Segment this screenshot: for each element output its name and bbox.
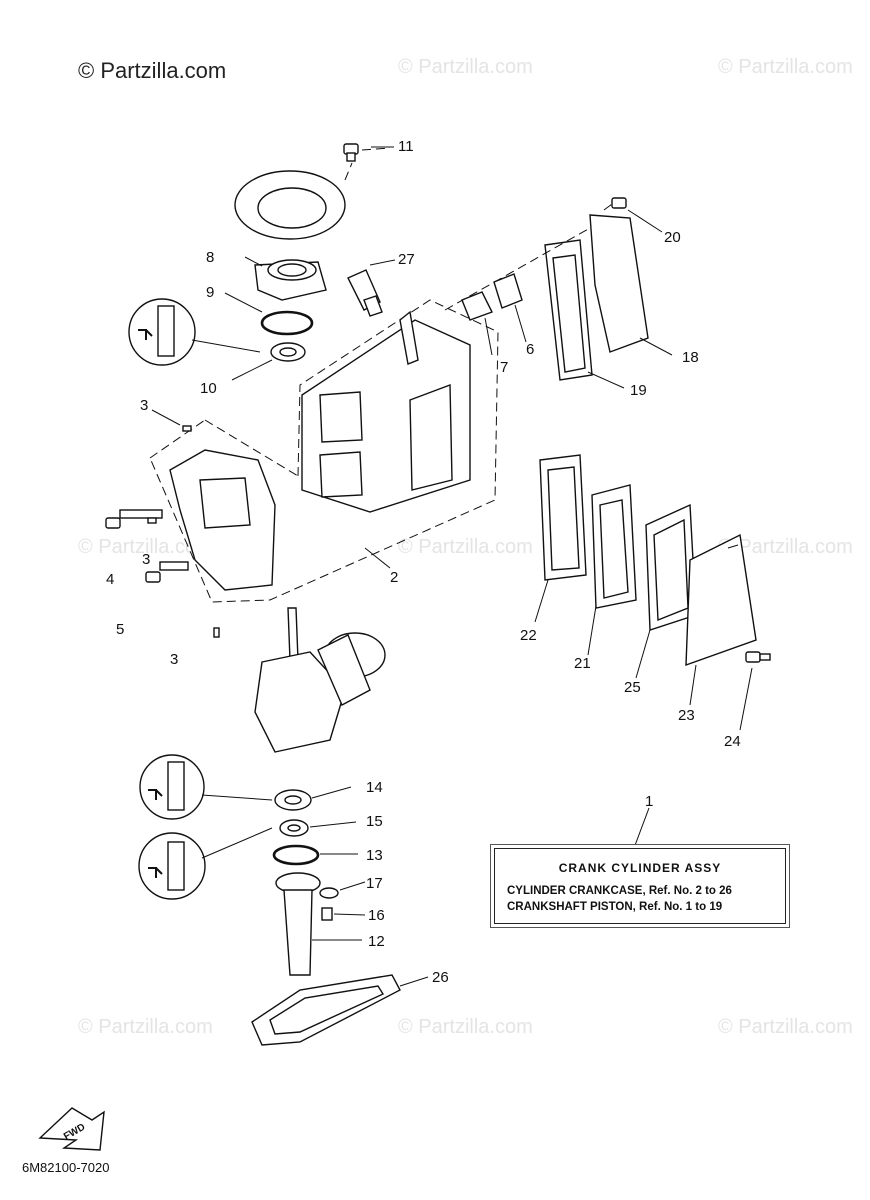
callout-25: 25 <box>624 679 641 696</box>
seal-detail-magnifier-mid <box>139 754 273 820</box>
callout-18: 18 <box>682 349 699 366</box>
callout-23: 23 <box>678 707 695 724</box>
seal-detail-magnifier-bottom <box>138 827 273 900</box>
part-24-bolt <box>745 651 771 663</box>
part-3-pin <box>147 517 157 524</box>
callout-13: 13 <box>366 847 383 864</box>
part-6-cap <box>493 273 523 309</box>
part-11-screw <box>343 143 391 162</box>
part-4-bolt <box>105 509 163 529</box>
watermark: © Partzilla.com <box>718 56 853 78</box>
fwd-arrow-icon: FWD <box>38 1107 105 1151</box>
callout-22: 22 <box>520 627 537 644</box>
callout-5: 5 <box>116 621 124 638</box>
watermark: © Partzilla.com <box>78 536 213 558</box>
callout-10: 10 <box>200 380 217 397</box>
callout-4: 4 <box>106 571 114 588</box>
watermark: © Partzilla.com <box>398 1016 533 1038</box>
part-26-gasket <box>251 974 401 1046</box>
part-15-bearing <box>279 819 309 837</box>
callout-12: 12 <box>368 933 385 950</box>
callout-26: 26 <box>432 969 449 986</box>
watermark: © Partzilla.com <box>718 536 853 558</box>
info-box-line-2: CRANKSHAFT PISTON, Ref. No. 1 to 19 <box>507 901 723 913</box>
part-crankcase <box>169 449 276 591</box>
watermark: © Partzilla.com <box>78 1016 213 1038</box>
site-logo: © Partzilla.com <box>78 58 227 83</box>
diagram-code: 6M82100-7020 <box>22 1160 110 1175</box>
callout-24: 24 <box>724 733 741 750</box>
callout-6: 6 <box>526 341 534 358</box>
callout-19: 19 <box>630 382 647 399</box>
callout-20: 20 <box>664 229 681 246</box>
part-5-bolt <box>145 561 189 583</box>
callout-16: 16 <box>368 907 385 924</box>
callout-11: 11 <box>398 138 414 155</box>
assembly-info-box: CRANK CYLINDER ASSY CYLINDER CRANKCASE, … <box>494 848 786 924</box>
callout-3: 3 <box>142 551 150 568</box>
watermark: © Partzilla.com <box>398 536 533 558</box>
part-13-o-ring <box>272 844 320 866</box>
callout-15: 15 <box>366 813 383 830</box>
part-18-cover <box>589 214 649 353</box>
part-19-gasket <box>544 239 593 381</box>
part-27-spark-plug <box>347 269 383 317</box>
part-17-nut <box>319 887 339 899</box>
assembly-outline <box>149 299 499 603</box>
callout-9: 9 <box>206 284 214 301</box>
callout-7: 7 <box>500 359 508 376</box>
callout-3: 3 <box>170 651 178 668</box>
part-12-tube <box>275 872 321 976</box>
callout-17: 17 <box>366 875 383 892</box>
part-cover-plate <box>234 162 353 240</box>
callout-numbers: 1 2 3 3 3 4 5 6 7 8 9 10 11 12 13 14 15 … <box>106 138 741 986</box>
seal-detail-magnifier-top <box>128 298 261 366</box>
callout-3: 3 <box>140 397 148 414</box>
part-2-cylinder-block <box>301 310 471 513</box>
part-3-pin <box>182 425 192 432</box>
part-3-pin <box>213 627 220 638</box>
part-crankshaft-piston <box>254 607 386 753</box>
part-10-oil-seal <box>270 342 306 362</box>
part-22-gasket <box>539 454 587 581</box>
part-23-cover <box>685 533 757 667</box>
part-16-bolt <box>321 907 333 921</box>
callout-27: 27 <box>398 251 415 268</box>
part-7-thermostat <box>461 291 493 321</box>
part-14-oil-seal <box>274 789 312 811</box>
part-21-plate <box>591 484 637 609</box>
part-20-bolt <box>603 197 627 211</box>
part-8-housing <box>254 259 327 301</box>
watermark: © Partzilla.com <box>398 56 533 78</box>
callout-14: 14 <box>366 779 383 796</box>
callout-2: 2 <box>390 569 398 586</box>
callout-1: 1 <box>645 793 653 810</box>
info-box-title: CRANK CYLINDER ASSY <box>558 861 722 875</box>
leader-lines <box>151 146 753 987</box>
part-9-o-ring <box>260 310 314 336</box>
callout-8: 8 <box>206 249 214 266</box>
info-box-line-1: CYLINDER CRANKCASE, Ref. No. 2 to 26 <box>507 885 732 897</box>
callout-21: 21 <box>574 655 591 672</box>
watermark: © Partzilla.com <box>718 1016 853 1038</box>
